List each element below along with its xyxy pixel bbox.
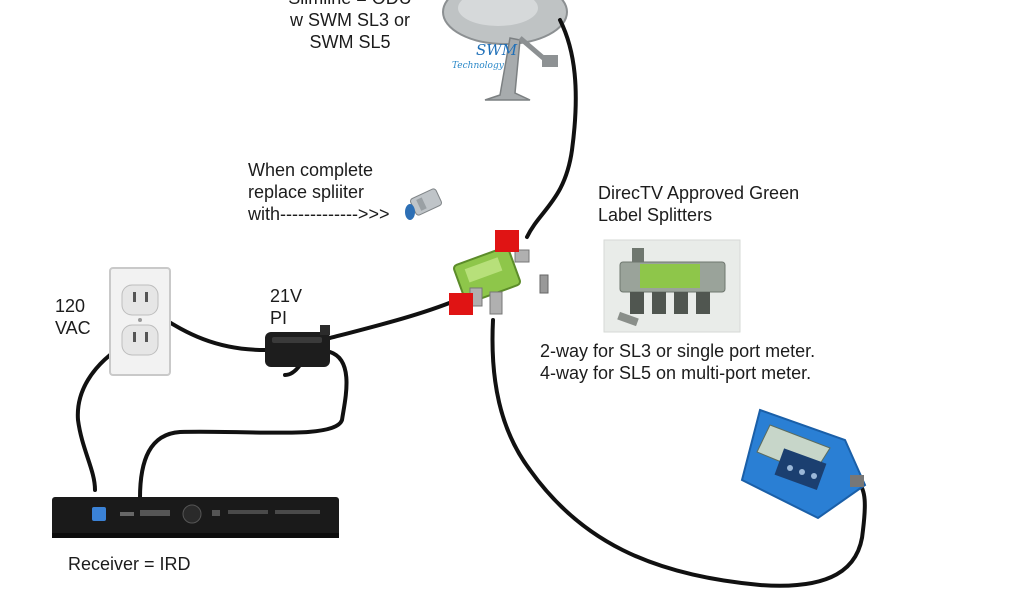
dish-label-line3: SWM SL5 xyxy=(309,32,391,52)
wall-outlet xyxy=(109,267,171,376)
swm-logo: SWM Technology xyxy=(452,41,518,71)
complete-note-line3: with------------->>> xyxy=(248,204,390,224)
green-splitter-photo xyxy=(603,239,741,333)
receiver-ird xyxy=(52,497,339,538)
power-inserter xyxy=(265,325,330,367)
splitter-center xyxy=(453,246,549,315)
cable-splitter-to-pi xyxy=(328,298,459,340)
cable-splitter-to-meter xyxy=(490,318,867,588)
cable-dish-to-splitter xyxy=(525,18,578,239)
pi-label-line2: PI xyxy=(270,308,288,328)
dish-label-line1: Slimline = ODU xyxy=(280,0,420,9)
signal-meter xyxy=(740,408,867,520)
swm-logo-subtext: Technology xyxy=(452,61,505,71)
satellite-dish xyxy=(442,0,568,101)
swm-logo-text: SWM xyxy=(476,41,518,59)
approved-splitters-label: DirecTV Approved Green Label Splitters xyxy=(598,182,799,226)
dish-label-line2: w SWM SL3 or xyxy=(289,10,411,30)
splitter-usage-note: 2-way for SL3 or single port meter. 4-wa… xyxy=(540,340,815,384)
complete-note-line1: When complete xyxy=(248,160,374,180)
vac-label-line1: 120 xyxy=(55,296,86,316)
barrel-connector xyxy=(405,188,443,220)
pi-label: 21V PI xyxy=(270,285,302,329)
complete-note: When complete replace spliiter with-----… xyxy=(248,159,389,225)
complete-note-line2: replace spliiter xyxy=(248,182,365,202)
dish-label: Slimline = ODU w SWM SL3 or SWM SL5 xyxy=(280,0,420,53)
connector-marker-left xyxy=(449,293,473,315)
approved-label-line2: Label Splitters xyxy=(598,205,713,225)
vac-label: 120 VAC xyxy=(55,295,91,339)
approved-label-line1: DirecTV Approved Green xyxy=(598,183,800,203)
receiver-label: Receiver = IRD xyxy=(68,554,191,574)
connector-marker-top xyxy=(495,230,519,252)
pi-label-line1: 21V xyxy=(270,286,303,306)
splitter-usage-line2: 4-way for SL5 on multi-port meter. xyxy=(540,363,812,383)
vac-label-line2: VAC xyxy=(55,318,91,338)
cable-pi-to-receiver xyxy=(138,350,349,500)
splitter-usage-line1: 2-way for SL3 or single port meter. xyxy=(540,341,816,361)
